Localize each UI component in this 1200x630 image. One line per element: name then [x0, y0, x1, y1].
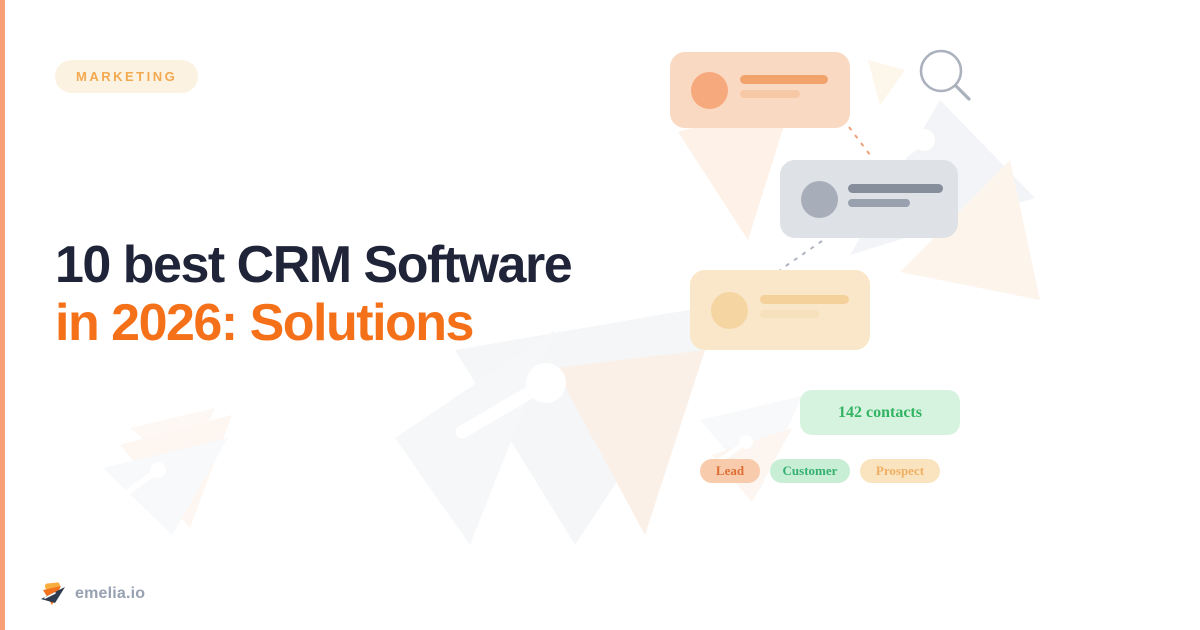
category-badge: MARKETING	[55, 60, 199, 93]
tag-customer: Customer	[770, 459, 850, 483]
contact-card-customer	[780, 160, 958, 238]
contacts-count-badge: 142 contacts	[800, 390, 960, 435]
brand-logo: emelia.io	[40, 581, 145, 607]
text-line-bar	[740, 75, 828, 84]
text-line-bar	[760, 295, 849, 304]
paper-plane-logo-icon	[41, 582, 65, 605]
page-title: 10 best CRM Software in 2026: Solutions	[55, 236, 573, 352]
contact-card-lead	[670, 52, 850, 128]
title-line2: in 2026: Solutions	[55, 294, 474, 352]
search-icon	[919, 49, 971, 101]
contact-card-prospect	[690, 270, 870, 350]
avatar	[801, 181, 838, 218]
brand-name: emelia.io	[75, 585, 146, 602]
title-line1: 10 best CRM Software	[55, 236, 573, 294]
avatar	[691, 72, 728, 109]
left-accent-strip	[0, 0, 5, 630]
tag-prospect: Prospect	[860, 459, 940, 483]
text-line-bar	[848, 184, 943, 193]
text-line-bar	[760, 310, 819, 318]
avatar	[711, 292, 748, 329]
tag-lead: Lead	[700, 459, 760, 483]
text-line-bar	[740, 90, 800, 98]
text-line-bar	[848, 199, 910, 207]
